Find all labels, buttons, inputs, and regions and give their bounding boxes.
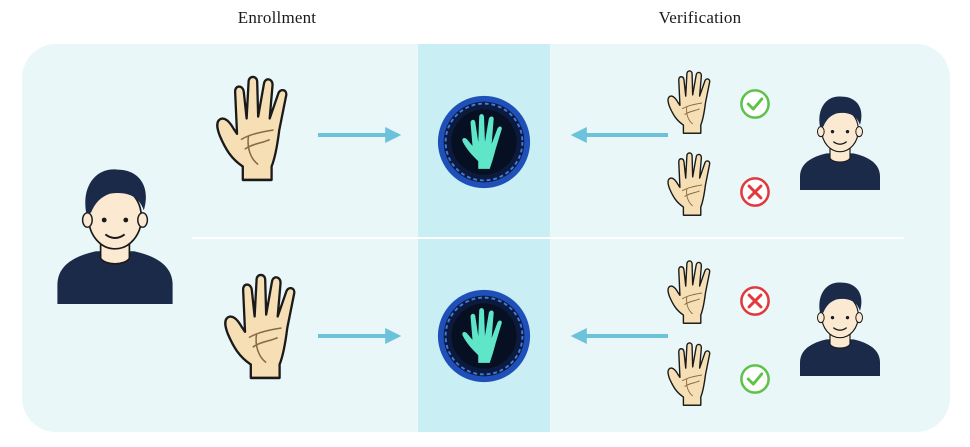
cross-icon (739, 176, 771, 208)
cross-icon (739, 285, 771, 317)
palm-scanner-icon-row1 (436, 94, 532, 190)
verify-palm-icon-row2-a (667, 260, 711, 324)
check-icon (739, 88, 771, 120)
verify-palm-icon-row1-a (667, 70, 711, 134)
verification-title: Verification (658, 8, 742, 27)
enroll-palm-icon-row1 (216, 75, 288, 182)
verify-person-icon-row1 (799, 95, 881, 190)
row-divider (192, 237, 904, 239)
check-icon (739, 363, 771, 395)
verify-palm-icon-row2-b (667, 342, 711, 406)
enrollment-person-icon (56, 168, 174, 304)
palm-scanner-icon-row2 (436, 288, 532, 384)
verify-palm-icon-row1-b (667, 152, 711, 216)
verify-person-icon-row2 (799, 281, 881, 376)
enrollment-title: Enrollment (237, 8, 317, 27)
enroll-palm-icon-row2 (224, 273, 296, 380)
